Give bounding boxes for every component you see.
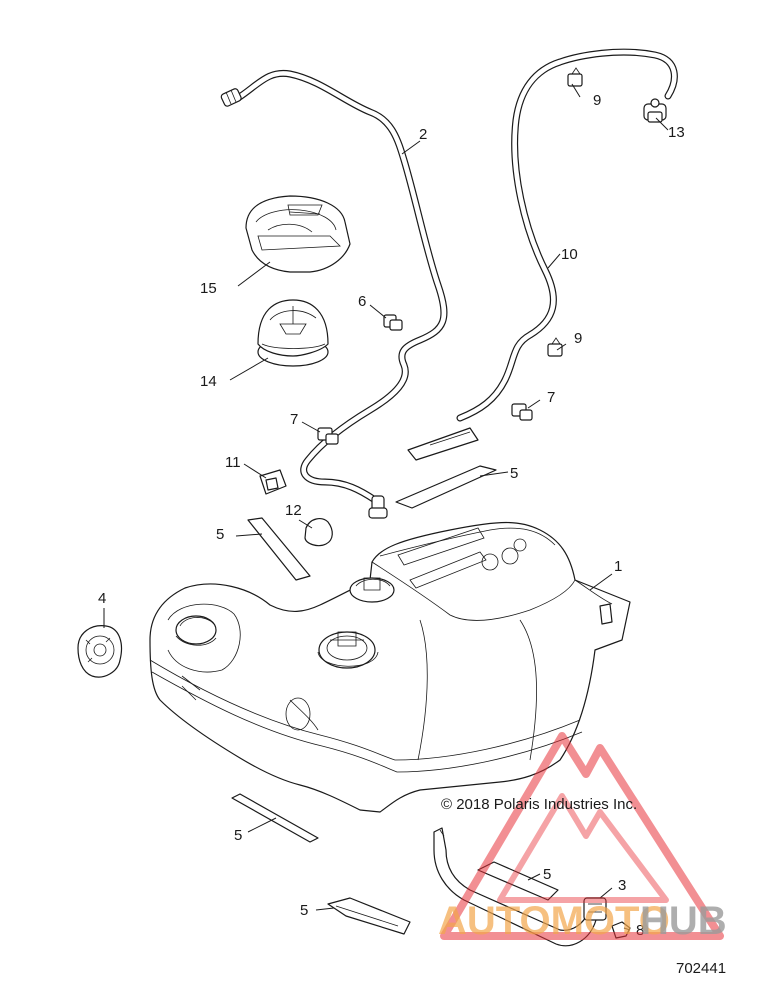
fuel-tank-1-icon: [149, 521, 631, 813]
callout-15: 15: [200, 280, 217, 297]
hose-fitting-top-icon: [220, 88, 242, 107]
watermark-brand-left: AUTOMOTO: [438, 899, 670, 943]
gasket-12-icon: [304, 518, 333, 547]
fuel-cap-14-icon: [257, 299, 329, 367]
clamp-7-left-icon: [317, 427, 339, 445]
callout-8: 8: [636, 922, 644, 939]
leader-lines: [103, 83, 669, 931]
pad-5-top-icon: [395, 465, 497, 509]
callout-12: 12: [285, 502, 302, 519]
pad-5-bottom-icon: [327, 897, 411, 935]
copyright-notice: © 2018 Polaris Industries Inc.: [441, 796, 637, 813]
figure-number: 702441: [676, 960, 726, 977]
hose-sleeve-icon: [407, 427, 479, 461]
vent-hose-2: [220, 69, 448, 519]
callout-5-bracket: 5: [543, 866, 551, 883]
callout-11: 11: [225, 454, 241, 471]
callout-2: 2: [419, 126, 427, 143]
clamp-9-mid-icon: [547, 337, 563, 357]
callout-14: 14: [200, 373, 217, 390]
callout-9-top: 9: [593, 92, 601, 109]
callout-6: 6: [358, 293, 366, 310]
callout-5-left: 5: [216, 526, 224, 543]
callout-5-bottom: 5: [300, 902, 308, 919]
valve-13-icon: [643, 98, 667, 123]
callout-7-left: 7: [290, 411, 298, 428]
watermark-brand-right: HUB: [640, 899, 727, 943]
callout-5-bottom-left: 5: [234, 827, 242, 844]
callout-labels: 2 9 13 10 15 6 9 14 7 7 11 5 12 5 1 4 5 …: [98, 92, 685, 939]
clamp-9-top-icon: [567, 67, 583, 87]
pad-5-left-icon: [247, 517, 311, 581]
callout-10: 10: [561, 246, 578, 263]
hose-fitting-bottom-icon: [368, 495, 388, 519]
callout-9-mid: 9: [574, 330, 582, 347]
fuel-cap-4-icon: [77, 625, 123, 678]
cap-cover-15-icon: [245, 195, 351, 273]
callout-3: 3: [618, 877, 626, 894]
bracket-11-icon: [259, 469, 287, 495]
clamp-7-right-icon: [511, 403, 533, 421]
vent-hose-10: [407, 48, 678, 461]
callout-5-top: 5: [510, 465, 518, 482]
callout-13: 13: [668, 124, 685, 141]
callout-7-right: 7: [547, 389, 555, 406]
callout-4: 4: [98, 590, 106, 607]
callout-1: 1: [614, 558, 622, 575]
automotohub-watermark-logo: AUTOMOTO HUB: [438, 732, 727, 943]
clamp-6-icon: [383, 314, 403, 331]
